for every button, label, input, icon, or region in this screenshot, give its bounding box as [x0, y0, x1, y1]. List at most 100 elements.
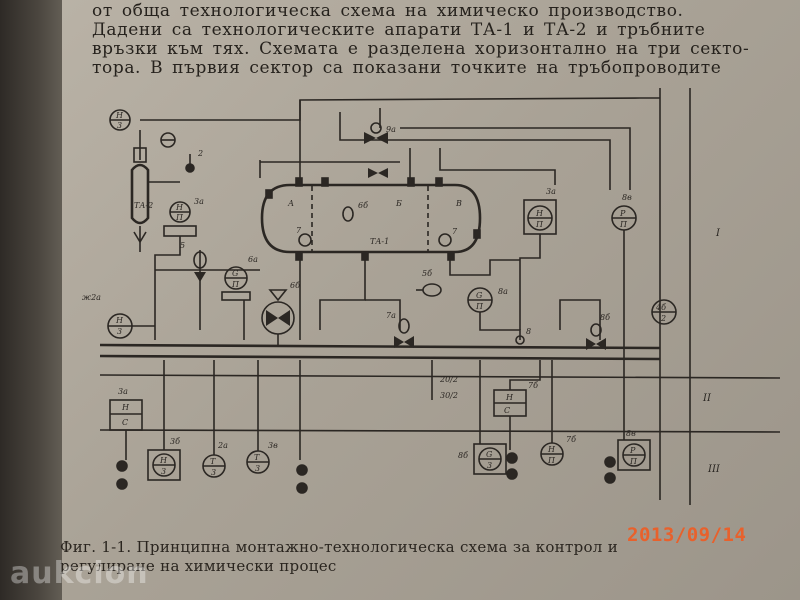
pipe-line: [140, 97, 660, 121]
camera-date-stamp: 2013/09/14: [627, 524, 747, 546]
nozzle: [361, 251, 369, 261]
body-text-line: връзки към тях. Схемата е разделена хори…: [92, 39, 750, 59]
instrument-panel: [617, 439, 651, 471]
pipe-line: [365, 299, 401, 330]
instrument-top-label: Н: [505, 393, 514, 402]
instrument-bottom-label: 3: [117, 121, 122, 130]
valve-icon: [278, 310, 290, 326]
instrument-top-label: Н: [159, 456, 168, 465]
tag-label: 5: [180, 241, 185, 250]
instrument-top-label: Н: [175, 203, 184, 212]
nozzle: [447, 251, 455, 261]
tag-label: 8в: [622, 193, 632, 202]
instrument-panel: [473, 443, 507, 475]
main-pipeline: [99, 343, 661, 350]
sector-divider-line: [99, 429, 781, 433]
valve-icon: [378, 168, 388, 178]
tag-label: 3а: [546, 187, 556, 196]
tag-label: 7б: [528, 381, 538, 390]
body-text-line: от обща технологическа схема на химическ…: [92, 1, 684, 21]
instrument-top-label: Н: [547, 445, 556, 454]
instrument-bottom-label: П: [535, 220, 544, 229]
terminal-icon: [296, 482, 308, 494]
terminal-icon: [604, 472, 616, 484]
body-text-line: тора. В първия сектор са показани точкит…: [92, 58, 722, 78]
nozzle: [473, 229, 481, 239]
caption-line: Фиг. 1-1. Принципна монтажно-технологиче…: [60, 538, 618, 556]
instrument-bottom-label: 3: [161, 467, 166, 476]
sensor-element: [515, 335, 525, 345]
tag-label: 8б: [458, 451, 468, 460]
valve-actuator-icon: [398, 318, 410, 334]
regulator-icon: [193, 251, 207, 269]
pipe-line: [479, 312, 521, 340]
tag-label: 8б: [600, 313, 610, 322]
check-valve-icon: [133, 231, 147, 244]
instrument-top-label: Н: [121, 403, 130, 412]
tag-label: 2а: [217, 441, 228, 450]
sector-label: I: [715, 228, 721, 239]
nozzle: [265, 189, 273, 199]
figure-caption: Фиг. 1-1. Принципна монтажно-технологиче…: [60, 538, 760, 576]
instrument-top-label: G: [476, 291, 483, 300]
instrument-top-label: Н: [535, 209, 544, 218]
valve-icon: [194, 272, 206, 282]
instrument-bottom-label: П: [547, 456, 556, 465]
tag-label: 3б: [170, 437, 180, 446]
pipe-line: [449, 259, 520, 276]
terminal-icon: [604, 456, 616, 468]
watermark-logo: aukcion: [10, 556, 149, 591]
instrument-top-label: P: [629, 446, 636, 455]
tag-label: 5б: [422, 269, 432, 278]
tag-label: 7: [296, 226, 302, 235]
instrument-bottom-label: П: [619, 220, 628, 229]
instrument-bottom-label: П: [475, 302, 484, 311]
book-spine-shadow: [0, 0, 70, 600]
nozzle: [321, 177, 329, 187]
vessel-section-label: В: [455, 199, 462, 208]
tag-label: 8в: [626, 429, 636, 438]
vessel-ta1: [260, 183, 482, 254]
nozzle: [295, 177, 303, 187]
instrument-top-label: 4б: [655, 303, 666, 312]
column-name-label: ТА-2: [134, 201, 153, 210]
pipe-line: [509, 360, 541, 390]
valve-icon: [376, 132, 388, 144]
sensor-element: [422, 283, 442, 297]
caption-line: регулиране на химически процес: [60, 557, 337, 575]
instrument-top-label: G: [232, 269, 239, 278]
valve-icon: [368, 168, 378, 178]
instrument-top-label: Н: [115, 111, 124, 120]
instrument-box: [221, 291, 251, 301]
column-head: [133, 147, 147, 163]
tag-label: 7: [452, 227, 458, 236]
tag-label: 7а: [386, 311, 396, 320]
vessel-name-label: ТА-1: [370, 237, 389, 246]
instrument-bottom-label: 3: [487, 461, 492, 470]
instrument-top-label: Р: [619, 209, 626, 218]
pipe-line: [439, 148, 556, 185]
tag-label: 6б: [290, 281, 300, 290]
instrument-bottom-label: П: [629, 457, 638, 466]
instrument-top-label: T: [210, 457, 216, 466]
signal-label: 30/2: [440, 391, 458, 400]
instrument-bottom-label: П: [175, 213, 184, 222]
actuator-icon: [268, 289, 288, 302]
terminal-icon: [296, 464, 308, 476]
sensor-element: [438, 233, 452, 247]
pipe-line: [430, 139, 611, 190]
instrument-top-label: G: [486, 450, 493, 459]
valve-icon: [364, 132, 376, 144]
sensor-element: [298, 233, 312, 247]
instrument-bottom-label: С: [504, 406, 510, 415]
vessel-section-label: А: [287, 199, 294, 208]
tag-label: 8а: [498, 287, 508, 296]
side-note: ж2а: [82, 293, 101, 302]
tag-label: 3в: [268, 441, 278, 450]
valve-actuator-icon: [370, 122, 382, 134]
signal-label: 20/2: [439, 375, 458, 384]
sector-label: II: [702, 393, 712, 404]
body-text: от обща технологическа схема на химическ…: [92, 2, 792, 78]
sector-label: III: [707, 464, 721, 475]
instrument-bottom-label: 3: [117, 327, 122, 336]
